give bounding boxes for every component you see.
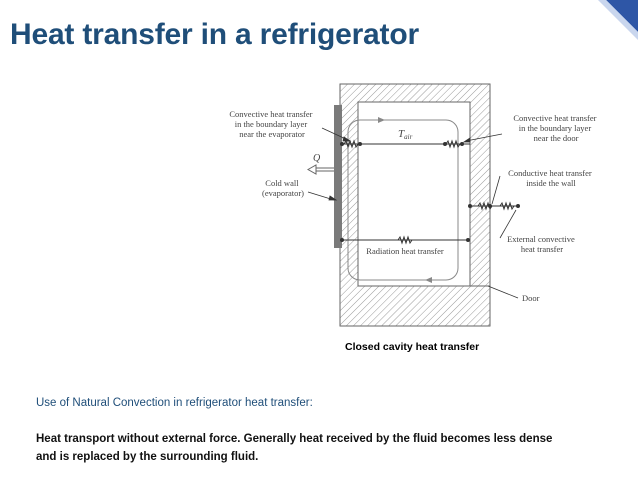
label-convective-evaporator: Convective heat transfer in the boundary… [229,109,314,139]
label-convective-door: Convective heat transfer in the boundary… [513,113,598,143]
leader-lines [307,127,519,299]
node [340,142,344,146]
node [358,142,362,146]
node [516,204,520,208]
label-cold-wall: Cold wall (evaporator) [262,178,304,198]
body-line: Heat transport without external force. G… [36,433,553,445]
radiation-heat-path [342,235,468,245]
upper-heat-path [342,139,470,149]
label-external-convective: External convective heat transfer [507,234,577,254]
heat-out-arrow [306,164,334,175]
conductive-heat-path [470,201,518,211]
label-conductive: Conductive heat transfer inside the wall [508,168,594,188]
node [340,238,344,242]
node [460,142,464,146]
label-heat-q: Q [313,153,321,164]
label-t-air: Tair [398,128,413,141]
slide-title: Heat transfer in a refrigerator [10,18,419,51]
node [466,238,470,242]
node [488,204,492,208]
section-heading: Use of Natural Convection in refrigerato… [36,397,313,409]
evaporator-plate [334,105,342,248]
body-line: and is replaced by the surrounding fluid… [36,451,259,463]
diagram-caption: Closed cavity heat transfer [345,341,480,353]
node [468,204,472,208]
node [443,142,447,146]
body-text: Heat transport without external force. G… [36,430,616,466]
label-radiation: Radiation heat transfer [366,246,444,256]
label-door: Door [522,293,540,303]
air-circulation-loop [347,117,459,283]
refrigerator-wall [339,83,491,327]
corner-accent [598,0,638,40]
